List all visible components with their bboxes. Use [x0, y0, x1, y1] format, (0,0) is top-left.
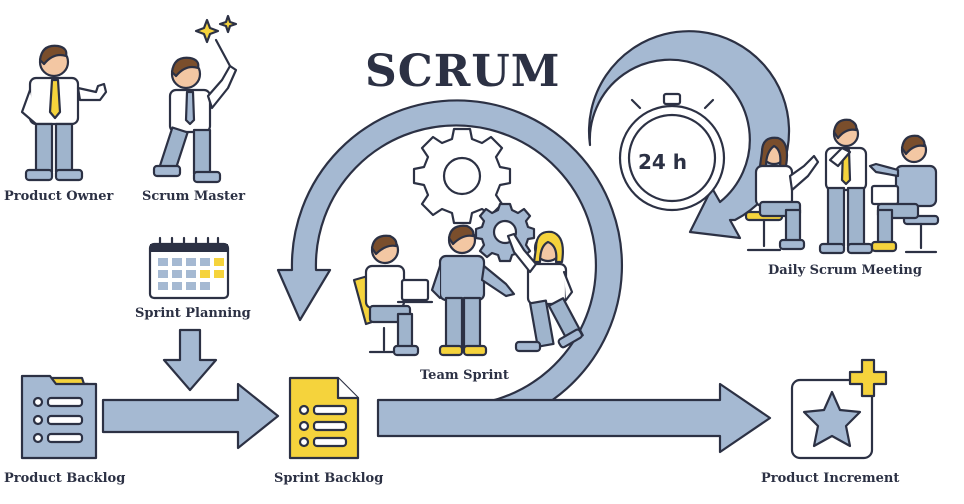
label-sprint-planning: Sprint Planning	[135, 306, 251, 321]
daily-cycle-arrow	[587, 30, 791, 240]
label-product-backlog: Product Backlog	[4, 471, 126, 486]
label-sprint-backlog: Sprint Backlog	[274, 471, 384, 486]
page-title: SCRUM	[365, 46, 561, 97]
stopwatch-icon	[618, 92, 726, 212]
team-sprint-figures	[352, 224, 584, 357]
label-product-increment: Product Increment	[761, 471, 900, 486]
scrum-master-figure	[152, 14, 238, 184]
product-increment-icon	[790, 358, 888, 460]
label-daily-scrum-meeting: Daily Scrum Meeting	[768, 263, 922, 278]
sprint-cycle-arrow	[276, 99, 623, 432]
calendar-icon	[148, 236, 230, 300]
product-owner-figure	[20, 44, 108, 182]
flow-arrow-sprint-to-increment	[376, 382, 772, 454]
daily-scrum-figures	[744, 118, 940, 255]
label-scrum-master: Scrum Master	[142, 189, 246, 204]
flow-arrow-backlog-to-sprint	[101, 382, 280, 450]
timer-label: 24 h	[638, 150, 688, 174]
sprint-backlog-icon	[288, 376, 360, 460]
label-product-owner: Product Owner	[4, 189, 114, 204]
label-team-sprint: Team Sprint	[420, 368, 509, 383]
gears-icon	[412, 127, 536, 263]
product-backlog-icon	[20, 374, 98, 460]
arrow-down-planning	[162, 328, 218, 392]
